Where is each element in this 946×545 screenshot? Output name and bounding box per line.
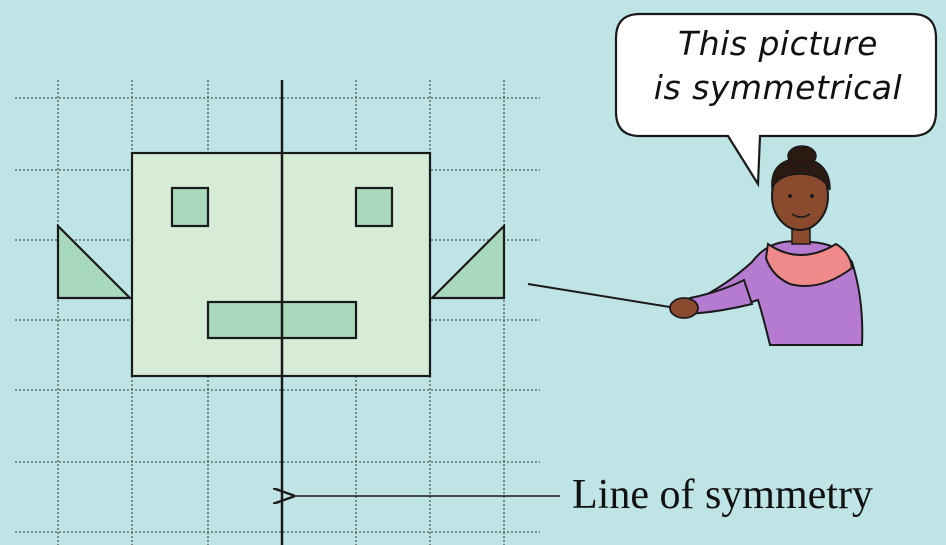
right-ear-triangle <box>432 226 504 298</box>
teacher-figure <box>528 146 862 345</box>
line-of-symmetry-label: Line of symmetry <box>572 470 873 520</box>
left-ear-triangle <box>58 226 130 298</box>
speech-bubble-text: This picture is symmetrical <box>628 22 928 110</box>
teacher-hair-bun <box>788 146 816 166</box>
left-eye-square <box>172 188 208 226</box>
right-eye-square <box>356 188 392 226</box>
teacher-eye-left <box>788 194 792 198</box>
teacher-eye-right <box>810 194 814 198</box>
speech-line-2: is symmetrical <box>628 66 928 110</box>
teacher-hand <box>670 298 698 318</box>
pointer-stick <box>528 284 676 308</box>
speech-line-1: This picture <box>628 22 928 66</box>
